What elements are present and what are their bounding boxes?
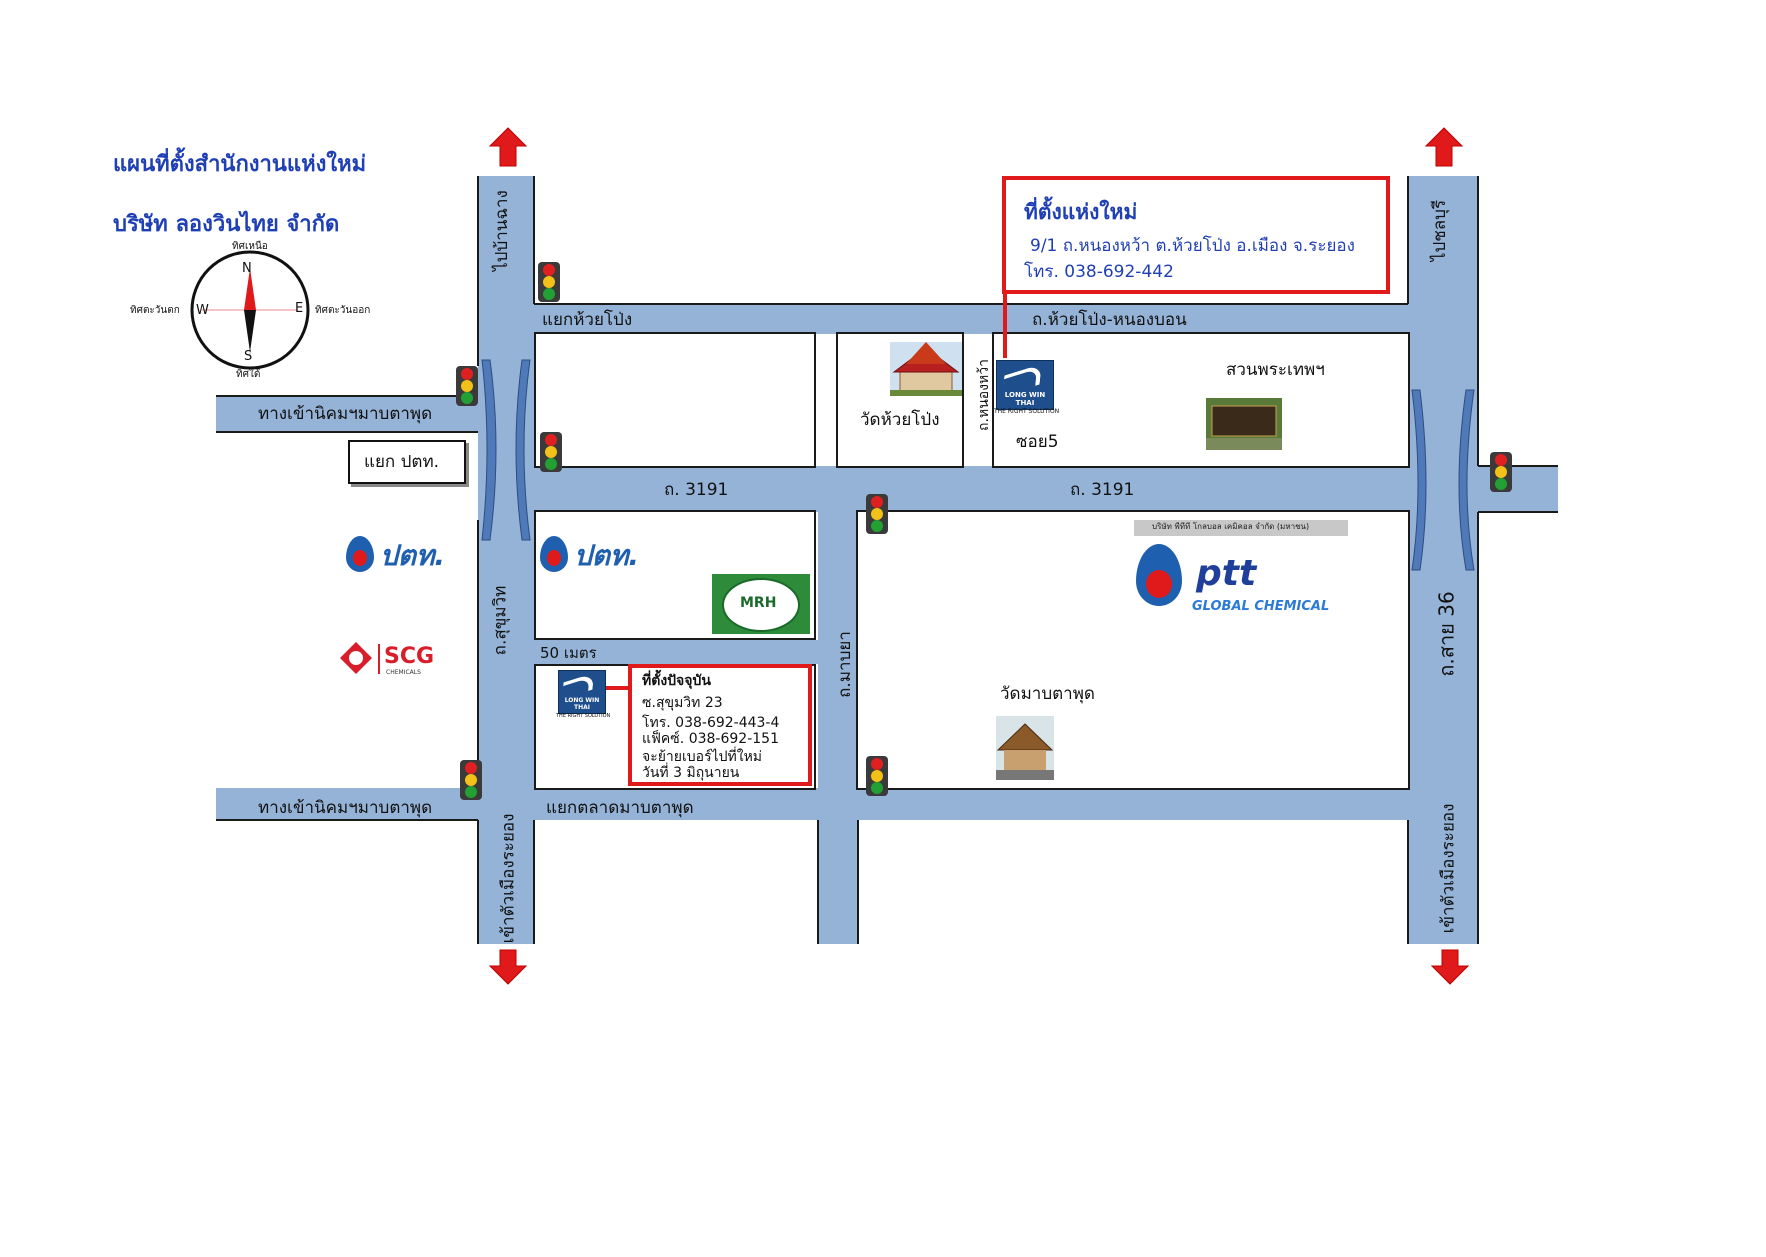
- label-to-ban-chang: ไปบ้านฉาง: [491, 190, 512, 271]
- compass-south-th: ทิศใต้: [236, 369, 261, 380]
- compass-west-th: ทิศตะวันตก: [130, 305, 180, 316]
- compass: N S E W ทิศเหนือ ทิศใต้ ทิศตะวันออก ทิศต…: [130, 240, 380, 380]
- label-route3191-left: ถ. 3191: [664, 480, 729, 500]
- ptt-junction-box: แยก ปตท.: [348, 440, 466, 484]
- park-sign-icon: [1206, 398, 1282, 450]
- label-huai-pong-nong-bon: ถ.ห้วยโป่ง-หนองบอน: [1032, 310, 1187, 330]
- new-location-pointer: [1003, 294, 1007, 358]
- ptt-drop-icon: [540, 536, 568, 572]
- current-location-line1: ซ.สุขุมวิท 23: [642, 695, 723, 711]
- ptt-station-logo-text: ปตท.: [574, 539, 640, 572]
- scg-emblem-icon: [340, 642, 372, 674]
- label-to-rayong-left: เข้าตัวเมืองระยอง: [498, 813, 519, 944]
- label-wat-huai-pong: วัดห้วยโป่ง: [860, 410, 940, 430]
- compass-icon: [190, 250, 310, 370]
- label-to-rayong-right: เข้าตัวเมืองระยอง: [1438, 803, 1459, 934]
- traffic-light-icon: [540, 432, 562, 472]
- label-route3191-right: ถ. 3191: [1070, 480, 1135, 500]
- label-sukhumvit: ถ.สุขุมวิท: [490, 585, 511, 656]
- block-ptt-gc: [856, 510, 1410, 790]
- ptt-drop-icon: [346, 536, 374, 572]
- mrh-text: MRH: [740, 595, 777, 611]
- scg-logo: SCG CHEMICALS: [338, 640, 458, 680]
- label-sai36: ถ.สาย 36: [1434, 591, 1459, 677]
- ptt-gc-drop-icon: [1136, 544, 1182, 606]
- map-title: แผนที่ตั้งสำนักงานแห่งใหม่: [113, 152, 367, 177]
- label-market-junction: แยกตลาดมาบตาพุด: [546, 798, 694, 818]
- route3191-road: [534, 466, 1408, 512]
- traffic-light-icon: [866, 494, 888, 534]
- arrow-down-icon: [488, 949, 528, 985]
- label-estate-entry-top: ทางเข้านิคมฯมาบตาพุด: [258, 404, 433, 424]
- arrow-down-icon: [1430, 949, 1470, 985]
- lwt-name-text: LONG WIN THAI: [1004, 391, 1046, 407]
- fifty-meter-road: [534, 640, 818, 664]
- current-location-box: ที่ตั้งปัจจุบัน ซ.สุขุมวิท 23 โทร. 038-6…: [628, 664, 812, 786]
- ptt-logo-text: ปตท.: [380, 539, 446, 572]
- mrh-hospital-logo: MRH: [712, 574, 810, 634]
- label-estate-entry-bottom: ทางเข้านิคมฯมาบตาพุด: [258, 798, 433, 818]
- lwt-name-text-small: LONG WIN THAI: [564, 697, 600, 711]
- label-fifty-meters: 50 เมตร: [540, 644, 597, 662]
- ptt-gc-logo: บริษัท พีทีที โกลบอล เคมิคอล จำกัด (มหาช…: [1134, 520, 1348, 618]
- block-nong-hwa: [992, 332, 1410, 468]
- lwt-tagline-small-text: THE RIGHT SOLUTION: [556, 713, 611, 719]
- label-soi5: ซอย5: [1016, 432, 1059, 452]
- label-suan-phra-thep: สวนพระเทพฯ: [1226, 360, 1325, 380]
- ptt-logo: ปตท.: [346, 536, 466, 578]
- scg-text: SCG: [384, 644, 435, 669]
- current-location-pointer: [606, 686, 630, 690]
- label-huai-pong-junction: แยกห้วยโป่ง: [542, 310, 633, 330]
- estate-entry-top-road: [216, 396, 478, 432]
- ptt-gc-sub-text: GLOBAL CHEMICAL: [1192, 599, 1330, 614]
- lwt-tagline-text: THE RIGHT SOLUTION: [994, 408, 1060, 415]
- label-nong-hwa-road: ถ.หนองหว้า: [975, 359, 992, 431]
- ptt-station-logo: ปตท.: [540, 536, 660, 578]
- compass-north: N: [242, 261, 252, 276]
- traffic-light-icon: [456, 366, 478, 406]
- long-win-thai-new-logo: LONG WIN THAI: [996, 360, 1054, 410]
- scg-sub: CHEMICALS: [386, 669, 421, 676]
- estate-entry-bottom-road: [216, 788, 478, 820]
- compass-south: S: [244, 349, 253, 364]
- compass-east: E: [295, 301, 304, 316]
- compass-east-th: ทิศตะวันออก: [315, 305, 371, 316]
- compass-north-th: ทิศเหนือ: [232, 241, 268, 252]
- new-location-box: ที่ตั้งแห่งใหม่ 9/1 ถ.หนองหว้า ต.ห้วยโป่…: [1002, 176, 1390, 294]
- label-to-chonburi: ไปชลบุรี: [1430, 199, 1451, 262]
- current-location-line3: แฟ็คซ์. 038-692-151: [642, 731, 779, 747]
- temple-icon: [890, 342, 962, 396]
- traffic-light-icon: [1490, 452, 1512, 492]
- huai-pong-road: [534, 304, 1408, 334]
- long-win-thai-current-logo: LONG WIN THAI: [558, 670, 606, 714]
- current-location-line2: โทร. 038-692-443-4: [642, 715, 780, 731]
- label-wat-map-ta-phut: วัดมาบตาพุด: [1000, 684, 1095, 704]
- new-location-address: 9/1 ถ.หนองหว้า ต.ห้วยโป่ง อ.เมือง จ.ระยอ…: [1030, 236, 1355, 256]
- current-location-line4: จะย้ายเบอร์ไปที่ใหม่: [642, 749, 763, 765]
- ptt-gc-small-text: บริษัท พีทีที โกลบอล เคมิคอล จำกัด (มหาช…: [1152, 522, 1310, 531]
- traffic-light-icon: [866, 756, 888, 796]
- new-location-phone: โทร. 038-692-442: [1024, 262, 1174, 282]
- market-road: [534, 788, 1408, 820]
- block-huai-pong-west: [534, 332, 816, 468]
- traffic-light-icon: [538, 262, 560, 302]
- label-ptt-junction: แยก ปตท.: [364, 452, 440, 472]
- compass-west: W: [196, 303, 209, 318]
- temple-icon: [996, 716, 1054, 780]
- current-location-line5: วันที่ 3 มิถุนายน: [642, 765, 740, 781]
- arrow-up-icon: [488, 127, 528, 167]
- sukhumvit-road: [478, 176, 534, 944]
- traffic-light-icon: [460, 760, 482, 800]
- map-ya-road: [818, 512, 858, 944]
- arrow-up-icon: [1424, 127, 1464, 167]
- label-map-ya-road: ถ.มาบยา: [834, 631, 855, 698]
- ptt-gc-main-text: ptt: [1196, 553, 1257, 594]
- new-location-heading: ที่ตั้งแห่งใหม่: [1024, 200, 1138, 224]
- company-name: บริษัท ลองวินไทย จำกัด: [113, 212, 340, 237]
- current-location-heading: ที่ตั้งปัจจุบัน: [642, 673, 711, 689]
